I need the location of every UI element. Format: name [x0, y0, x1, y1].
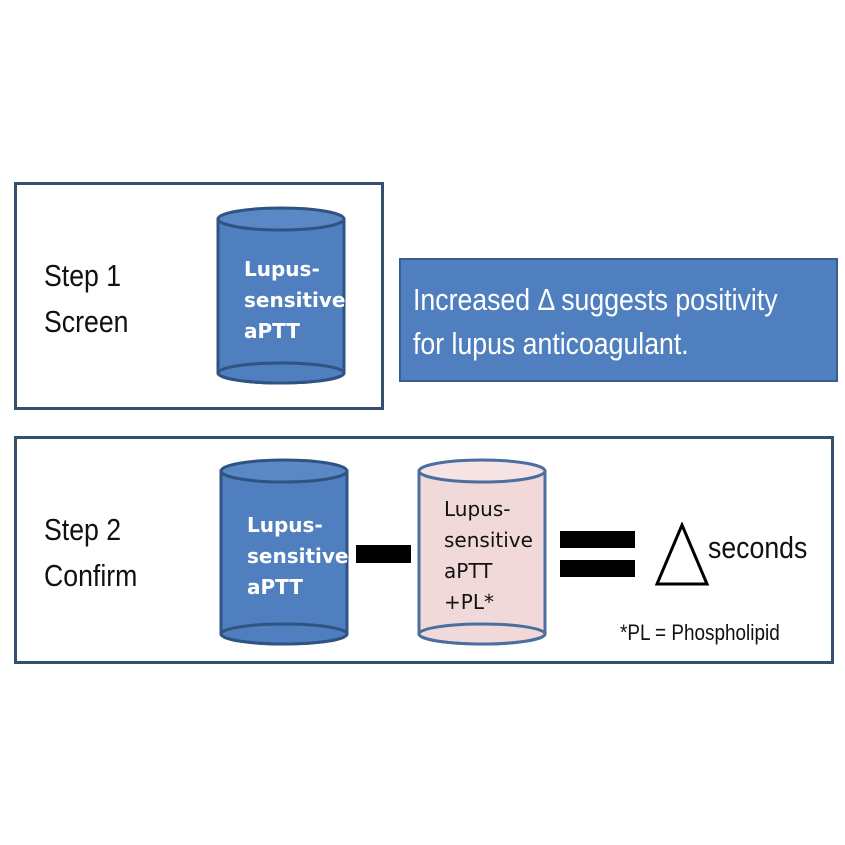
cylinder-label-line: Lupus-	[247, 513, 323, 537]
cylinder-label: Lupus- sensitive aPTT	[244, 254, 345, 347]
cylinder-label: Lupus- sensitive aPTT	[247, 510, 348, 603]
cylinder-label-line: aPTT	[244, 319, 300, 343]
confirm-aptt-cylinder: Lupus- sensitive aPTT	[219, 457, 349, 647]
cylinder-shape	[417, 458, 547, 646]
cylinder-label-line: sensitive	[247, 544, 349, 568]
interpretation-callout: Increased Δ suggests positivity for lupu…	[399, 258, 838, 382]
cylinder-label-line: aPTT	[247, 575, 303, 599]
step1-label: Step 1 Screen	[44, 253, 128, 345]
step2-subtitle: Confirm	[44, 558, 138, 593]
cylinder-label-line: aPTT	[444, 559, 493, 583]
delta-icon	[654, 522, 710, 586]
step2-title: Step 2	[44, 512, 122, 547]
equals-sign-top-bar	[560, 531, 635, 548]
cylinder-label-line: Lupus-	[244, 257, 320, 281]
callout-text: Increased Δ suggests positivity for lupu…	[413, 278, 778, 366]
step1-title: Step 1	[44, 258, 122, 293]
cylinder-shape	[219, 458, 349, 646]
callout-line: for lupus anticoagulant.	[413, 326, 689, 361]
cylinder-label-line: Lupus-	[444, 497, 511, 521]
step2-label: Step 2 Confirm	[44, 507, 137, 599]
cylinder-label-line: sensitive	[244, 288, 346, 312]
phospholipid-footnote: *PL = Phospholipid	[620, 620, 780, 645]
equals-sign-bottom-bar	[560, 560, 635, 577]
step1-subtitle: Screen	[44, 304, 129, 339]
cylinder-label-line: sensitive	[444, 528, 533, 552]
minus-sign	[356, 545, 411, 563]
screen-aptt-cylinder: Lupus- sensitive aPTT	[216, 205, 346, 385]
cylinder-shape	[216, 206, 346, 385]
seconds-label: seconds	[708, 530, 808, 565]
cylinder-label: Lupus- sensitive aPTT +PL*	[444, 494, 533, 618]
confirm-aptt-pl-cylinder: Lupus- sensitive aPTT +PL*	[417, 457, 547, 647]
callout-line: Increased Δ suggests positivity	[413, 282, 778, 317]
cylinder-label-line: +PL*	[444, 590, 494, 614]
